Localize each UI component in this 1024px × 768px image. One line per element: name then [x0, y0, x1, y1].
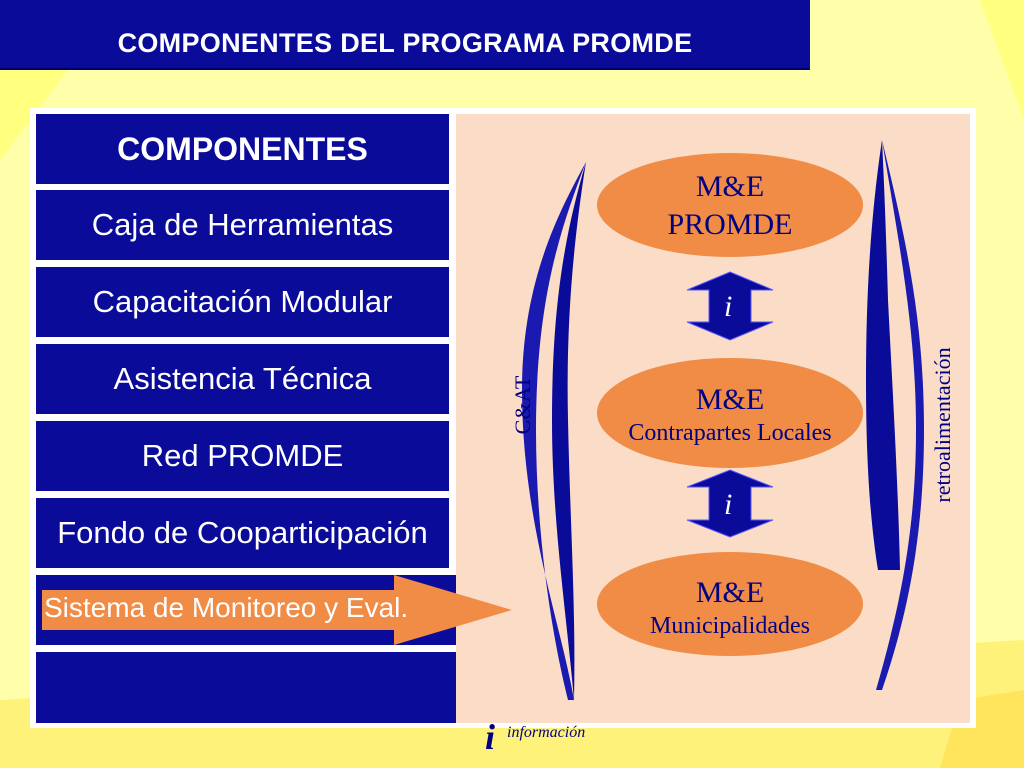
title-bar [0, 0, 810, 70]
oval-me-contrapartes-label: M&E Contrapartes Locales [597, 381, 863, 447]
component-asistencia-tecnica: Asistencia Técnica [36, 344, 449, 414]
info-arrow-upper [686, 271, 774, 341]
oval-me-contrapartes [597, 358, 863, 468]
oval-me-municipalidades [597, 552, 863, 656]
component-red-promde: Red PROMDE [36, 421, 449, 491]
oval-me-promde-label: M&E PROMDE [597, 168, 863, 244]
oval-me-contrapartes-title: M&E [695, 383, 765, 416]
info-symbol-upper: i [724, 290, 733, 323]
oval-me-municipalidades-subtitle: Municipalidades [650, 613, 810, 639]
component-capacitacion-modular: Capacitación Modular [36, 267, 449, 337]
slide-title: COMPONENTES DEL PROGRAMA PROMDE [117, 28, 693, 58]
legend-info-symbol: i [485, 717, 496, 757]
oval-me-promde [597, 153, 863, 257]
oval-me-municipalidades-label: M&E Municipalidades [597, 574, 863, 640]
components-header: COMPONENTES [36, 114, 449, 184]
component-caja-herramientas: Caja de Herramientas [36, 190, 449, 260]
oval-me-municipalidades-title: M&E [695, 576, 765, 609]
label-cat: C&AT [510, 375, 535, 435]
info-symbol-lower: i [724, 488, 733, 521]
info-arrow-lower [686, 469, 774, 538]
component-empty-box [36, 652, 460, 723]
oval-me-promde-title: M&E [695, 170, 765, 203]
highlight-bar [42, 590, 412, 630]
legend-info-text: información [507, 724, 586, 741]
oval-me-contrapartes-subtitle: Contrapartes Locales [628, 420, 832, 446]
component-sistema-monitoreo: Sistema de Monitoreo y Eval. [44, 592, 409, 623]
right-swoosh-arrow [876, 140, 924, 690]
label-retroalimentacion: retroalimentación [930, 347, 955, 503]
pointer-arrow [394, 575, 512, 645]
oval-me-promde-subtitle: PROMDE [667, 208, 793, 241]
left-swoosh-arrow [522, 162, 586, 700]
component-fondo-coparticipacion: Fondo de Coopartici­pación [36, 498, 449, 568]
